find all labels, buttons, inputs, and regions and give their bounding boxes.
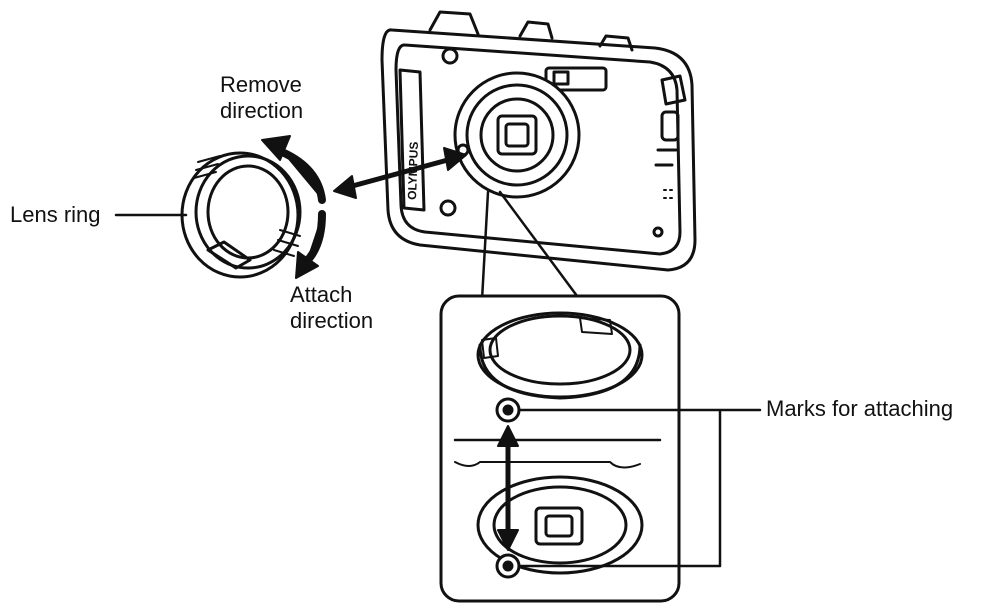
lens-ring-label: Lens ring (10, 202, 101, 227)
remove-label-line1: Remove (220, 72, 302, 97)
alignment-arrow (497, 425, 519, 551)
marks-for-attaching-label: Marks for attaching (766, 396, 954, 421)
marks-leader-line (518, 408, 762, 568)
attach-label-line1: Attach (290, 282, 353, 307)
remove-label-line2: direction (220, 98, 304, 123)
attach-rotation-arrow (295, 210, 326, 279)
attach-direction-label: Attach direction (290, 282, 373, 334)
remove-direction-label: Remove direction (220, 72, 303, 124)
callout-line-right (498, 190, 582, 302)
remove-rotation-arrow (261, 135, 326, 204)
camera-illustration (380, 10, 697, 272)
attach-label-line2: direction (290, 308, 374, 333)
removal-arrow (333, 147, 467, 199)
lens-ring-illustration (180, 151, 302, 279)
camera-brand-text: OLYMPUS (405, 141, 421, 200)
callout-line-left (480, 190, 490, 302)
detail-inset (439, 294, 681, 603)
